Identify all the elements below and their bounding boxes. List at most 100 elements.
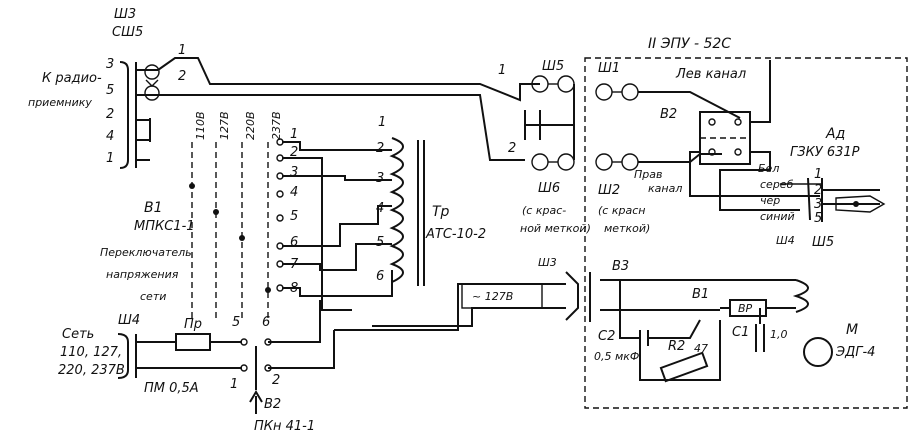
label-c1-val: 1,0 [770,328,788,341]
pin-left-1: 5 [106,83,114,98]
connector-sh1-inner [595,83,741,119]
connector-sh6-middle [531,153,575,171]
label-cable1: сереб [760,178,794,191]
pickup-pin-2: 2 [814,183,822,198]
label-sh2-note2: меткой) [604,222,650,235]
label-sh6-note2: ной меткой) [520,222,591,235]
switch-pos-3: 3 [290,165,298,180]
switch-v2-inner [689,60,820,211]
label-lev-kanal: Лев канал [675,67,746,82]
tap-2: 2 [376,141,384,156]
label-pereklyuchatel: Переключатель [100,246,192,259]
label-ssh5: СШ5 [112,25,143,40]
label-sh3: Ш3 [114,7,136,22]
label-k-radio: К радио- [42,71,102,86]
label-set: Сеть [62,327,94,342]
label-pm: ПМ 0,5А [144,381,199,396]
pickup-pin-5: 5 [814,211,822,226]
label-sw-2: 2 [272,373,280,388]
wire-label-2-right: 2 [508,141,516,156]
tap-5: 5 [376,235,384,250]
label-ad: Ад [825,126,845,142]
transformer-tr [389,137,425,286]
pin-left-4: 1 [106,151,114,166]
label-cable-dial: ~ 127В [472,290,513,303]
label-cable3: синий [760,210,795,223]
label-220v: 220В [244,111,257,140]
switch-pos-2: 2 [290,145,298,160]
label-127v: 127В [218,111,231,140]
ac-cable [461,271,591,322]
pickup-pin-1: 1 [814,167,822,182]
label-prav2: канал [648,182,682,195]
label-v3: В3 [612,259,629,274]
pickup-ad [780,177,886,222]
label-bel: Бел [758,162,779,175]
label-m-type: ЭДГ-4 [835,345,875,360]
label-r2: R2 [668,339,685,354]
label-epu-title: II ЭПУ - 52С [648,36,731,52]
label-sh6-note1: (с крас- [522,204,566,217]
wires-audio [157,57,540,161]
switch-pos-1: 1 [290,127,298,142]
switch-pos-4: 4 [290,185,298,200]
tap-3: 3 [376,171,384,186]
label-c2: С2 [598,329,615,344]
label-sw-1: 1 [230,377,238,392]
switch-pos-6: 6 [290,235,298,250]
wire-label-1-right: 1 [498,63,506,78]
label-ad-type: ГЗКУ 631Р [790,145,860,160]
label-sh2-note1: (с красн [598,204,645,217]
wire-label-2-top: 2 [178,69,186,84]
label-tr-type: АТС-10-2 [425,227,486,242]
label-m: М [846,322,858,338]
label-110v: 110В [194,111,207,140]
label-c1: С1 [732,325,749,340]
label-set-volt2: 220, 237В [58,363,125,378]
label-sh4-right: Ш4 [776,234,795,247]
label-seti: сети [140,290,166,303]
voltage-switch-v1 [189,142,271,320]
label-napryazheniya: напряжения [106,268,179,281]
label-r2-val: 47 [694,342,708,355]
label-cable2: чер [760,194,780,207]
label-set-volt1: 110, 127, [60,345,122,360]
label-sh1-inner: Ш1 [598,61,620,76]
label-v2-left: В2 [264,397,281,412]
pin-left-0: 3 [106,57,114,72]
label-mpps: МПКС1-1 [134,219,195,234]
label-prav1: Прав [634,168,662,181]
motor-circuit [600,279,833,383]
label-237v: 237В [270,111,283,140]
pickup-pin-3: 3 [814,197,822,212]
connector-sh5-middle [524,75,575,160]
label-sh3-inner: Ш3 [538,256,557,269]
switch-pos-5: 5 [290,209,298,224]
label-sh5-top: Ш5 [542,59,564,74]
label-sh5-right: Ш5 [812,235,834,250]
label-pkn: ПКн 41-1 [254,419,315,434]
label-tr: Тр [432,204,450,220]
label-pr: Пр [184,317,202,332]
label-sw-6: 6 [262,315,270,330]
tap-4: 4 [376,201,384,216]
label-vr: ВР [738,302,753,315]
label-sh2-inner: Ш2 [598,183,620,198]
label-priemniku: приемнику [28,96,92,109]
tap-6: 6 [376,269,384,284]
pin-left-2: 2 [106,107,114,122]
label-sh6: Ш6 [538,181,560,196]
label-v1: В1 [144,200,163,216]
switch-contacts [276,138,284,292]
label-sh4-left: Ш4 [118,313,140,328]
label-sw-5: 5 [232,315,240,330]
wire-label-1-top: 1 [178,43,186,58]
label-v2-inner: В2 [660,107,677,122]
label-b1: В1 [692,287,709,302]
tap-1: 1 [378,115,386,130]
epu-frame [584,57,908,409]
connector-sh3 [119,61,160,169]
pin-left-3: 4 [106,129,114,144]
mains-input [117,300,335,414]
